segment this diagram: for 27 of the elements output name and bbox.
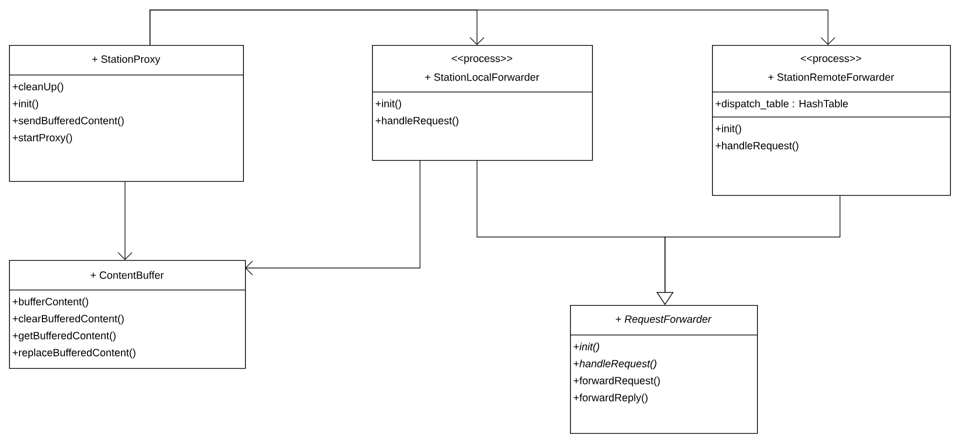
member-text: +forwardRequest() [574, 376, 660, 386]
class-name: + StationLocalForwarder [425, 73, 540, 81]
class-name: <<process>> [452, 56, 512, 64]
member-text: +init() [716, 124, 742, 134]
member-text: +init() [376, 100, 402, 110]
member-text: +startProxy() [12, 134, 72, 144]
arrow [118, 180, 132, 260]
class-name: + ContentBuffer [90, 271, 164, 279]
member-text: +handleRequest() [716, 142, 798, 152]
member-text: +init() [12, 100, 38, 110]
member-text: +forwardReply() [574, 394, 648, 404]
arrow [150, 10, 836, 46]
member-text: +getBufferedContent() [12, 332, 116, 342]
member-text: +dispatch_table : HashTable [716, 100, 848, 110]
class-name: + StationProxy [92, 55, 160, 65]
class-name: + StationRemoteForwarder [768, 73, 894, 81]
member-text: +handleRequest() [574, 360, 656, 370]
class-name: <<process>> [800, 56, 862, 64]
member-text: +sendBufferedContent() [12, 116, 124, 126]
class-name: + RequestForwarder [616, 315, 712, 325]
member-text: +clearBufferedContent() [12, 314, 124, 324]
arrow [245, 160, 420, 276]
member-text: +bufferContent() [12, 298, 88, 308]
member-text: +handleRequest() [376, 116, 458, 126]
member-text: +replaceBufferedContent() [12, 348, 136, 358]
member-text: +init() [574, 342, 600, 352]
member-text: +cleanUp() [12, 82, 64, 92]
